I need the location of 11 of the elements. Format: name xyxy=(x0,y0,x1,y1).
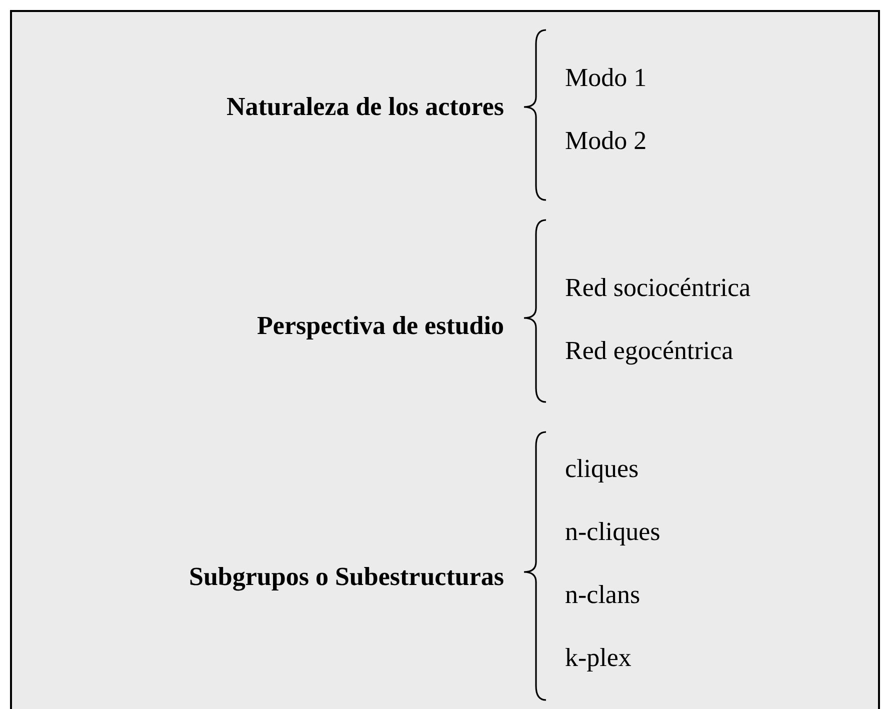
category-heading: Subgrupos o Subestructuras xyxy=(188,562,504,592)
list-item: n-cliques xyxy=(565,517,660,547)
list-item: Modo 1 xyxy=(565,63,647,93)
category-heading: Naturaleza de los actores xyxy=(225,92,504,122)
list-item: cliques xyxy=(565,454,639,484)
list-item: Red sociocéntrica xyxy=(565,273,751,303)
list-item: Red egocéntrica xyxy=(565,336,734,366)
list-item: n-clans xyxy=(565,580,640,610)
category-heading: Perspectiva de estudio xyxy=(256,311,504,341)
list-item: Modo 2 xyxy=(565,126,647,156)
list-item: k-plex xyxy=(565,643,632,673)
